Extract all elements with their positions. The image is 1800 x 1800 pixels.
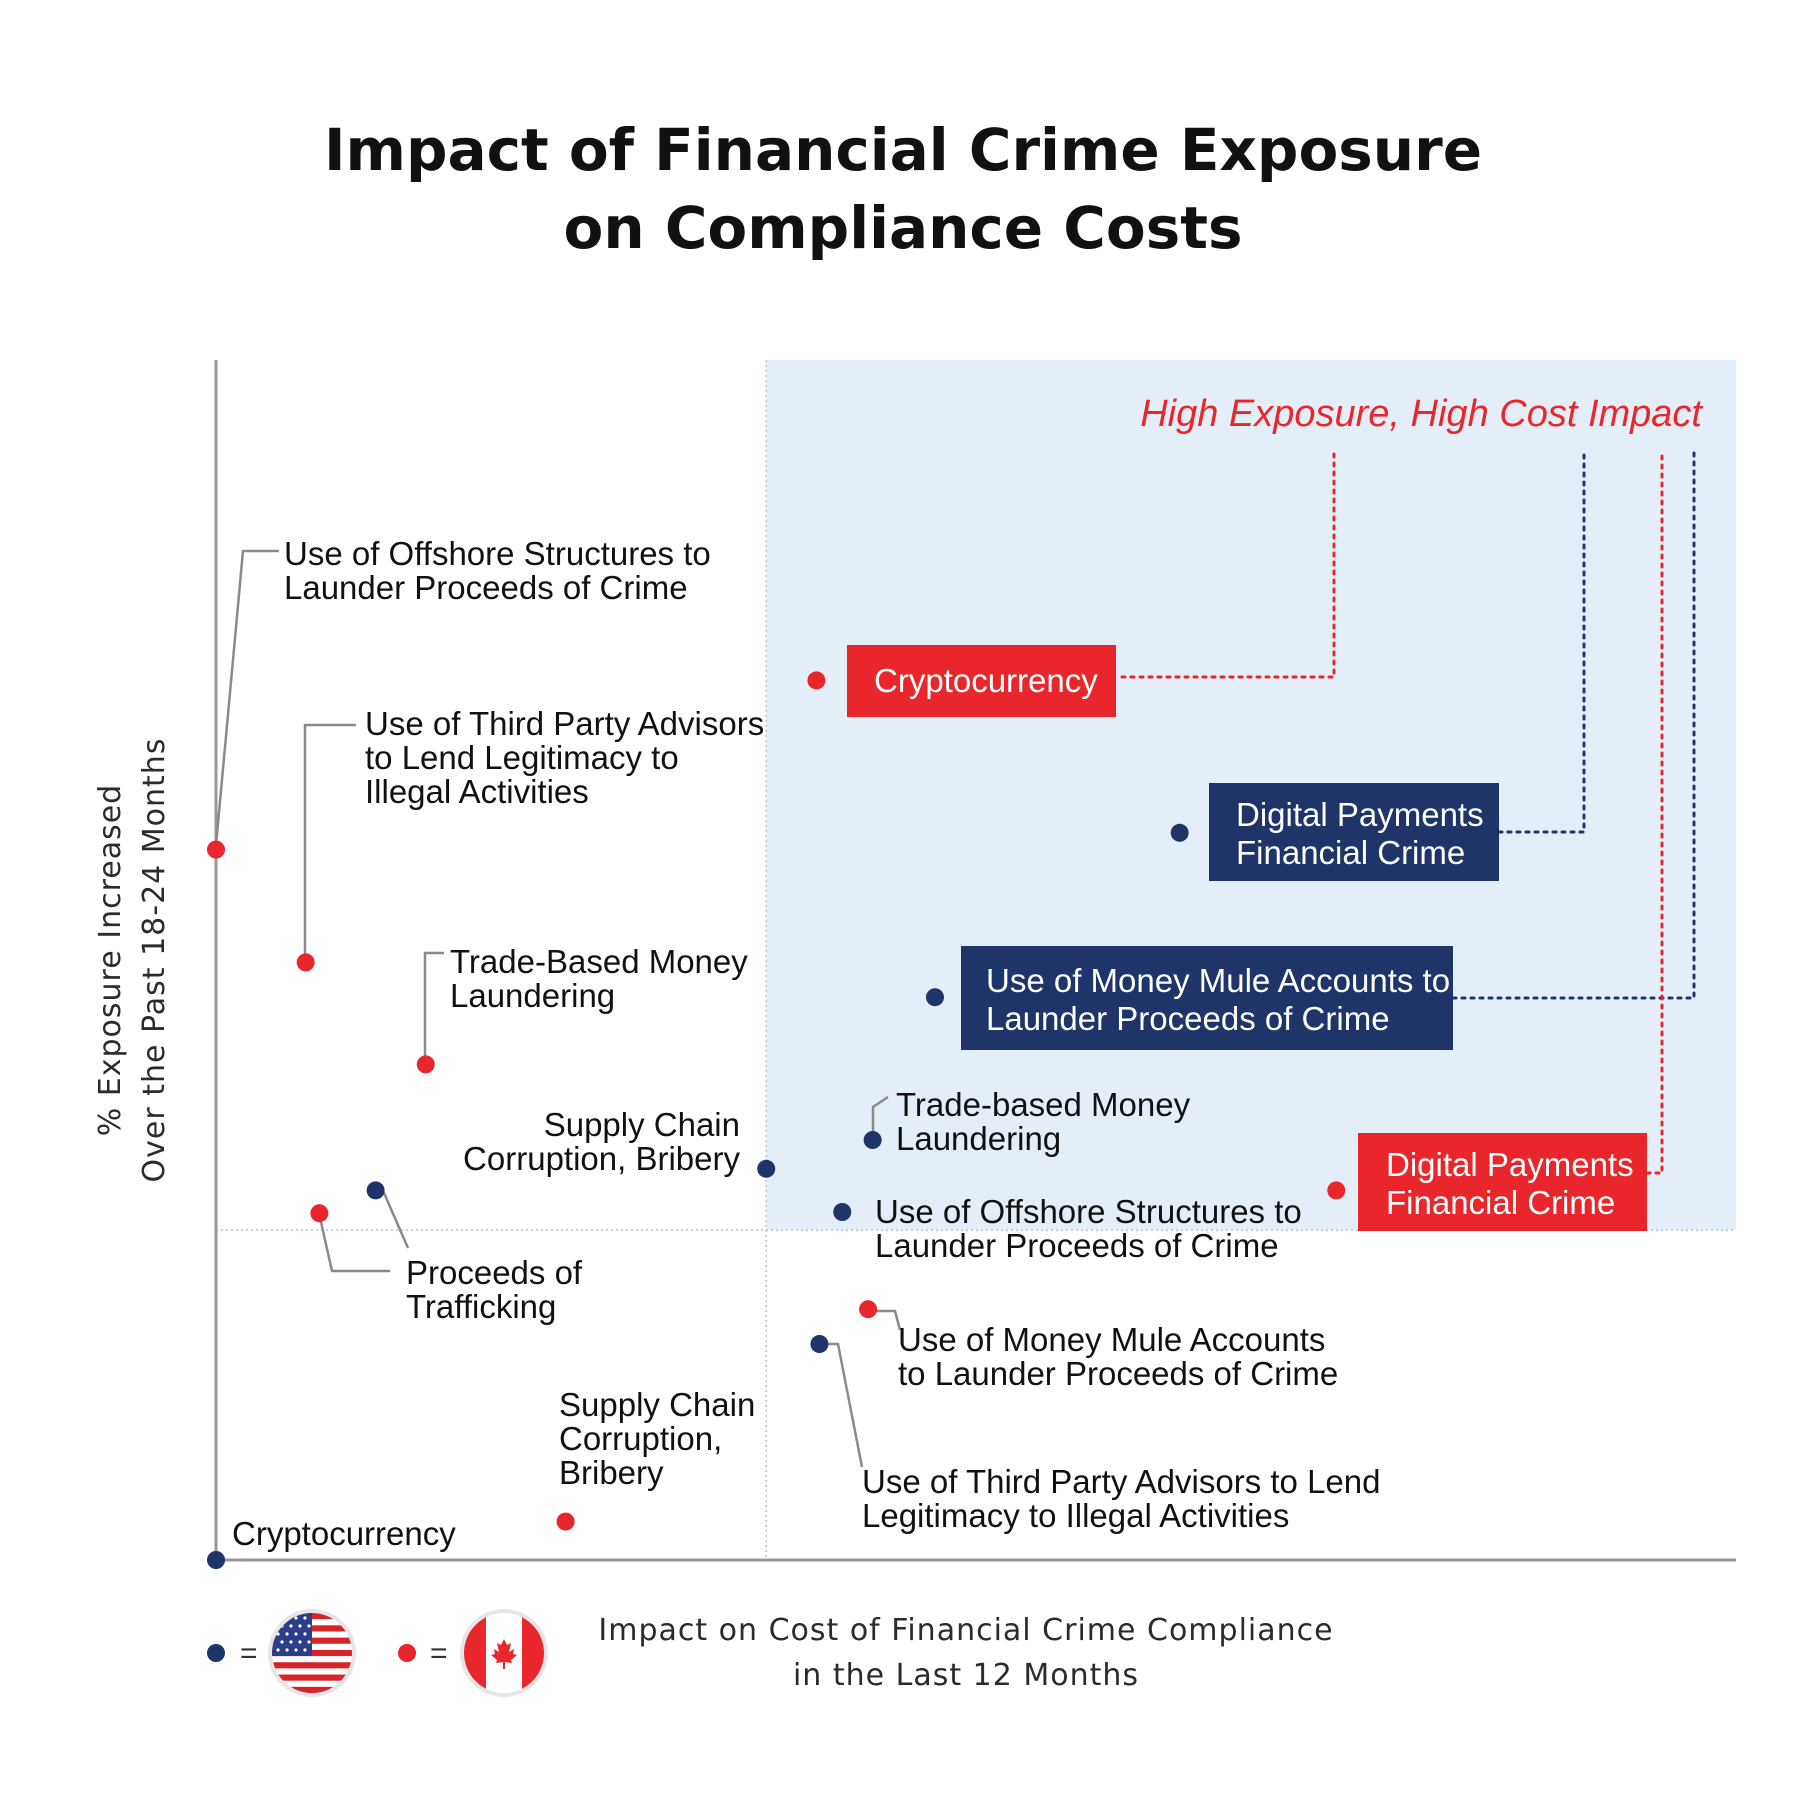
point-label-line: Use of Money Mule Accounts to xyxy=(986,962,1450,999)
point-label-line: Financial Crime xyxy=(1386,1184,1615,1221)
point-canada xyxy=(296,953,315,972)
legend-dot-us xyxy=(207,1644,225,1662)
point-label-line: Supply Chain xyxy=(559,1386,755,1423)
point-label-line: Trade-Based Money xyxy=(450,943,748,980)
point-label-line: Trafficking xyxy=(406,1288,556,1325)
chart-title-line: Impact of Financial Crime Exposure xyxy=(324,116,1482,184)
leader-line xyxy=(303,723,356,958)
us-flag-icon xyxy=(268,1609,356,1697)
point-label-line: Use of Third Party Advisors to Lend xyxy=(862,1463,1380,1500)
point-label-line: Supply Chain xyxy=(544,1106,740,1143)
point-us xyxy=(366,1181,385,1200)
point-label-line: Laundering xyxy=(896,1120,1061,1157)
legend-dot-canada xyxy=(398,1644,416,1662)
point-label-line: Trade-based Money xyxy=(896,1086,1191,1123)
x-axis-label: Impact on Cost of Financial Crime Compli… xyxy=(598,1613,1333,1693)
leader-line xyxy=(373,1191,410,1249)
point-canada xyxy=(310,1204,329,1223)
point-label: Cryptocurrency xyxy=(232,1515,456,1552)
point-canada xyxy=(807,671,826,690)
point-canada xyxy=(859,1300,878,1319)
point-label-line: Cryptocurrency xyxy=(232,1515,456,1552)
point-us xyxy=(833,1203,852,1221)
point-label-line: Launder Proceeds of Crime xyxy=(284,569,688,606)
point-us xyxy=(810,1335,829,1353)
point-label-line: Illegal Activities xyxy=(365,773,589,810)
point-label-line: to Launder Proceeds of Crime xyxy=(898,1355,1338,1392)
point-label-line: Legitimacy to Illegal Activities xyxy=(862,1497,1289,1534)
point-label-line: Digital Payments xyxy=(1386,1146,1634,1183)
point-label-line: Corruption, Bribery xyxy=(463,1140,740,1177)
point-canada xyxy=(556,1512,575,1531)
point-label-line: Launder Proceeds of Crime xyxy=(875,1227,1279,1264)
quadrant-connector xyxy=(1645,450,1664,1175)
point-label-line: Use of Offshore Structures to xyxy=(284,535,711,572)
point-label-line: Digital Payments xyxy=(1236,796,1484,833)
legend-equals: = xyxy=(430,1637,448,1670)
quadrant-label: High Exposure, High Cost Impact xyxy=(1140,393,1703,435)
y-axis-label: % Exposure Increased Over the Past 18-24 … xyxy=(93,738,172,1183)
x-axis-label-line: Impact on Cost of Financial Crime Compli… xyxy=(598,1613,1333,1648)
point-label-line: Laundering xyxy=(450,977,615,1014)
point-label: Use of Third Party Advisors to LendLegit… xyxy=(862,1463,1380,1534)
point-us xyxy=(207,1551,225,1569)
point-label-line: Use of Offshore Structures to xyxy=(875,1193,1302,1230)
quadrant-connector xyxy=(1120,450,1336,679)
leader-line xyxy=(317,1212,390,1273)
legend: == xyxy=(207,1609,548,1697)
point-us xyxy=(925,988,944,1007)
point-canada xyxy=(416,1055,435,1074)
point-label-line: Financial Crime xyxy=(1236,834,1465,871)
highlight-box xyxy=(1358,1133,1647,1231)
leader-line xyxy=(868,1309,902,1331)
point-canada xyxy=(207,840,225,859)
y-axis-label-line: % Exposure Increased xyxy=(93,784,128,1136)
leader-line xyxy=(423,951,444,1060)
point-label-line: Corruption, xyxy=(559,1420,722,1457)
point-label: Cryptocurrency xyxy=(874,662,1098,699)
quadrant-connector xyxy=(1451,450,1696,1000)
point-us xyxy=(1170,823,1189,842)
highlight-box xyxy=(961,946,1453,1050)
point-us xyxy=(757,1159,776,1178)
point-label-line: Proceeds of xyxy=(406,1254,583,1291)
quadrant-connector xyxy=(1497,450,1586,834)
canada-flag-icon xyxy=(460,1609,548,1697)
point-label-line: Use of Third Party Advisors xyxy=(365,705,764,742)
point-label-line: Bribery xyxy=(559,1454,664,1491)
point-label-line: Use of Money Mule Accounts xyxy=(898,1321,1325,1358)
point-us xyxy=(863,1131,882,1149)
leader-line xyxy=(871,1095,889,1140)
leader-line xyxy=(214,549,279,846)
x-axis-label-line: in the Last 12 Months xyxy=(793,1658,1139,1693)
legend-equals: = xyxy=(240,1637,258,1670)
leader-line xyxy=(819,1342,864,1468)
point-canada xyxy=(1327,1181,1346,1200)
highlight-box xyxy=(1209,783,1499,881)
highlight-box xyxy=(847,645,1116,717)
chart-title: Impact of Financial Crime Exposure on Com… xyxy=(324,116,1482,262)
chart-title-line: on Compliance Costs xyxy=(564,194,1243,262)
point-label-line: Cryptocurrency xyxy=(874,662,1098,699)
point-label-line: Launder Proceeds of Crime xyxy=(986,1000,1390,1037)
point-label-line: to Lend Legitimacy to xyxy=(365,739,679,776)
y-axis-label-line: Over the Past 18-24 Months xyxy=(137,738,172,1183)
maple-leaf xyxy=(491,1639,517,1669)
